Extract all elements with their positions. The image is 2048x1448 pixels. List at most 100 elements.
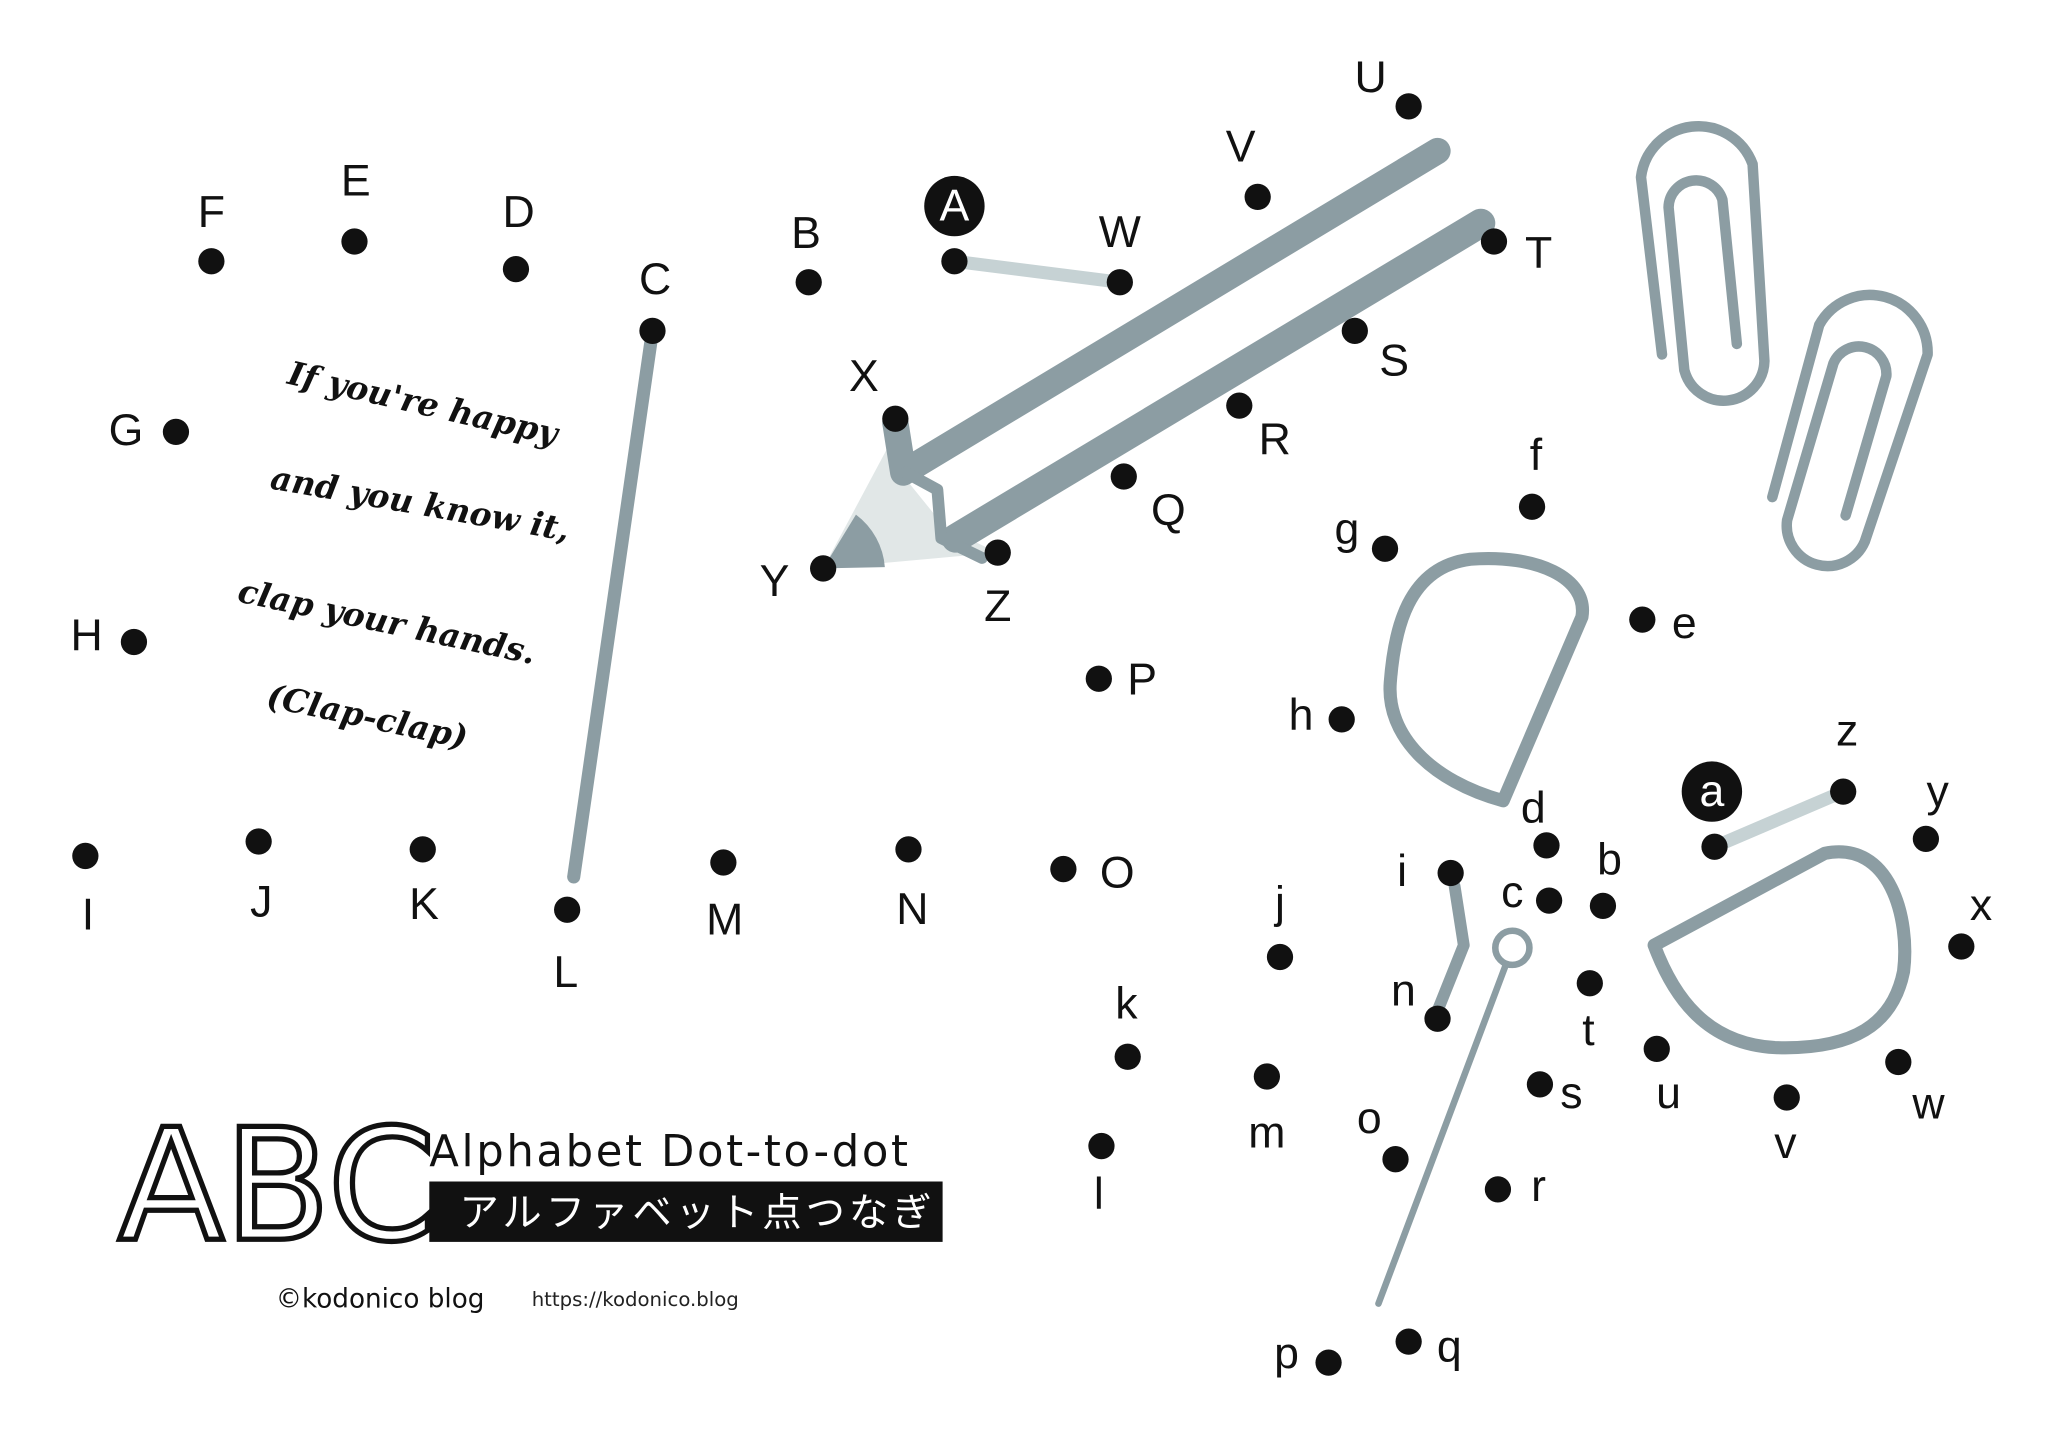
dot[interactable]	[1110, 463, 1137, 490]
dot[interactable]	[1371, 535, 1399, 562]
dot[interactable]	[1484, 1176, 1512, 1203]
dot-lower-v[interactable]: v	[1773, 1084, 1800, 1168]
dot-upper-I[interactable]: I	[72, 842, 99, 940]
dot[interactable]	[710, 849, 737, 876]
dot-upper-T[interactable]: T	[1480, 228, 1552, 278]
dot[interactable]	[1226, 392, 1253, 419]
dot-lower-t[interactable]: t	[1576, 970, 1603, 1055]
dot[interactable]	[1315, 1349, 1342, 1376]
dot[interactable]	[984, 539, 1011, 566]
dot-upper-O[interactable]: O	[1050, 848, 1135, 897]
dot-lower-i[interactable]: i	[1397, 847, 1464, 896]
dot-lower-k[interactable]: k	[1114, 980, 1141, 1070]
dot-lower-e[interactable]: e	[1629, 599, 1697, 648]
dot-lower-q[interactable]: q	[1395, 1322, 1462, 1371]
dot[interactable]	[72, 842, 99, 870]
dot[interactable]	[1244, 183, 1271, 211]
dot[interactable]	[1576, 970, 1603, 997]
dot[interactable]	[1535, 887, 1563, 914]
dot[interactable]	[502, 255, 530, 283]
dot[interactable]	[1050, 855, 1077, 883]
dot-lower-u[interactable]: u	[1643, 1035, 1681, 1118]
dot-upper-A[interactable]: A	[924, 175, 985, 275]
dot[interactable]	[409, 836, 436, 863]
dot[interactable]	[1948, 933, 1975, 960]
dot-upper-M[interactable]: M	[706, 849, 743, 945]
dot[interactable]	[341, 228, 368, 255]
dot[interactable]	[1629, 606, 1656, 633]
dot[interactable]	[1437, 859, 1464, 887]
dot-lower-r[interactable]: r	[1484, 1162, 1546, 1211]
dot[interactable]	[1885, 1048, 1912, 1076]
dot-upper-H[interactable]: H	[71, 611, 148, 660]
dot-lower-o[interactable]: o	[1357, 1094, 1409, 1173]
dot[interactable]	[941, 248, 968, 275]
dot-lower-f[interactable]: f	[1518, 431, 1546, 520]
dot-upper-R[interactable]: R	[1226, 392, 1291, 465]
dot[interactable]	[1395, 1328, 1422, 1355]
dot[interactable]	[120, 628, 148, 656]
dot-lower-d[interactable]: d	[1521, 784, 1560, 859]
dot[interactable]	[1114, 1043, 1141, 1070]
dot-upper-G[interactable]: G	[109, 406, 190, 455]
dot-upper-S[interactable]: S	[1341, 317, 1409, 386]
dot-upper-P[interactable]: P	[1085, 655, 1157, 704]
dot[interactable]	[1341, 317, 1368, 344]
dot[interactable]	[1088, 1132, 1115, 1160]
dot[interactable]	[1701, 833, 1728, 860]
dot-lower-y[interactable]: y	[1912, 767, 1950, 852]
dot-upper-V[interactable]: V	[1226, 122, 1271, 211]
dot-lower-x[interactable]: x	[1948, 881, 1992, 960]
dot[interactable]	[1106, 269, 1133, 296]
dot-upper-Y[interactable]: Y	[760, 555, 837, 606]
dot[interactable]	[895, 836, 922, 863]
dot-lower-n[interactable]: n	[1391, 967, 1451, 1032]
dot[interactable]	[1830, 778, 1857, 805]
dot-lower-j[interactable]: j	[1266, 879, 1294, 971]
dot[interactable]	[795, 269, 822, 296]
dot[interactable]	[554, 896, 581, 923]
dot[interactable]	[1085, 665, 1112, 692]
dot[interactable]	[1382, 1146, 1409, 1173]
dot-upper-J[interactable]: J	[245, 828, 273, 926]
dot[interactable]	[639, 317, 666, 344]
dot-lower-b[interactable]: b	[1589, 835, 1622, 919]
dot[interactable]	[1912, 825, 1940, 852]
dot-lower-w[interactable]: w	[1885, 1048, 1945, 1129]
dot[interactable]	[1533, 832, 1560, 859]
dot[interactable]	[882, 405, 909, 432]
dot-lower-m[interactable]: m	[1248, 1063, 1285, 1157]
dot-upper-E[interactable]: E	[341, 157, 371, 255]
dot[interactable]	[1266, 943, 1294, 971]
dot[interactable]	[1518, 493, 1546, 520]
dot[interactable]	[1526, 1071, 1554, 1098]
dot[interactable]	[1480, 228, 1508, 255]
dot-lower-z[interactable]: z	[1830, 707, 1858, 805]
dot[interactable]	[198, 248, 225, 275]
dot-lower-l[interactable]: l	[1088, 1132, 1115, 1219]
dot-upper-K[interactable]: K	[409, 836, 439, 929]
dot-upper-X[interactable]: X	[849, 352, 909, 432]
dot-upper-B[interactable]: B	[791, 209, 822, 296]
dot[interactable]	[1643, 1035, 1670, 1063]
dot-upper-C[interactable]: C	[639, 255, 671, 344]
dot-lower-c[interactable]: c	[1501, 868, 1563, 917]
dot-upper-D[interactable]: D	[502, 188, 535, 283]
dot-lower-s[interactable]: s	[1526, 1069, 1583, 1118]
dot-lower-p[interactable]: p	[1274, 1329, 1342, 1378]
dot[interactable]	[1395, 93, 1422, 120]
dot-lower-a[interactable]: a	[1681, 761, 1743, 860]
dot-upper-Q[interactable]: Q	[1110, 463, 1186, 535]
dot-upper-L[interactable]: L	[553, 896, 581, 998]
dot[interactable]	[1253, 1063, 1280, 1090]
dot-upper-F[interactable]: F	[198, 188, 225, 275]
dot[interactable]	[162, 418, 190, 446]
dot-upper-Z[interactable]: Z	[984, 539, 1011, 631]
dot[interactable]	[1328, 706, 1355, 733]
dot-lower-h[interactable]: h	[1289, 691, 1355, 740]
dot[interactable]	[1424, 1005, 1451, 1032]
dot-lower-g[interactable]: g	[1335, 504, 1399, 562]
dot-upper-N[interactable]: N	[895, 836, 929, 934]
dot[interactable]	[1589, 892, 1617, 919]
dot[interactable]	[810, 555, 837, 582]
